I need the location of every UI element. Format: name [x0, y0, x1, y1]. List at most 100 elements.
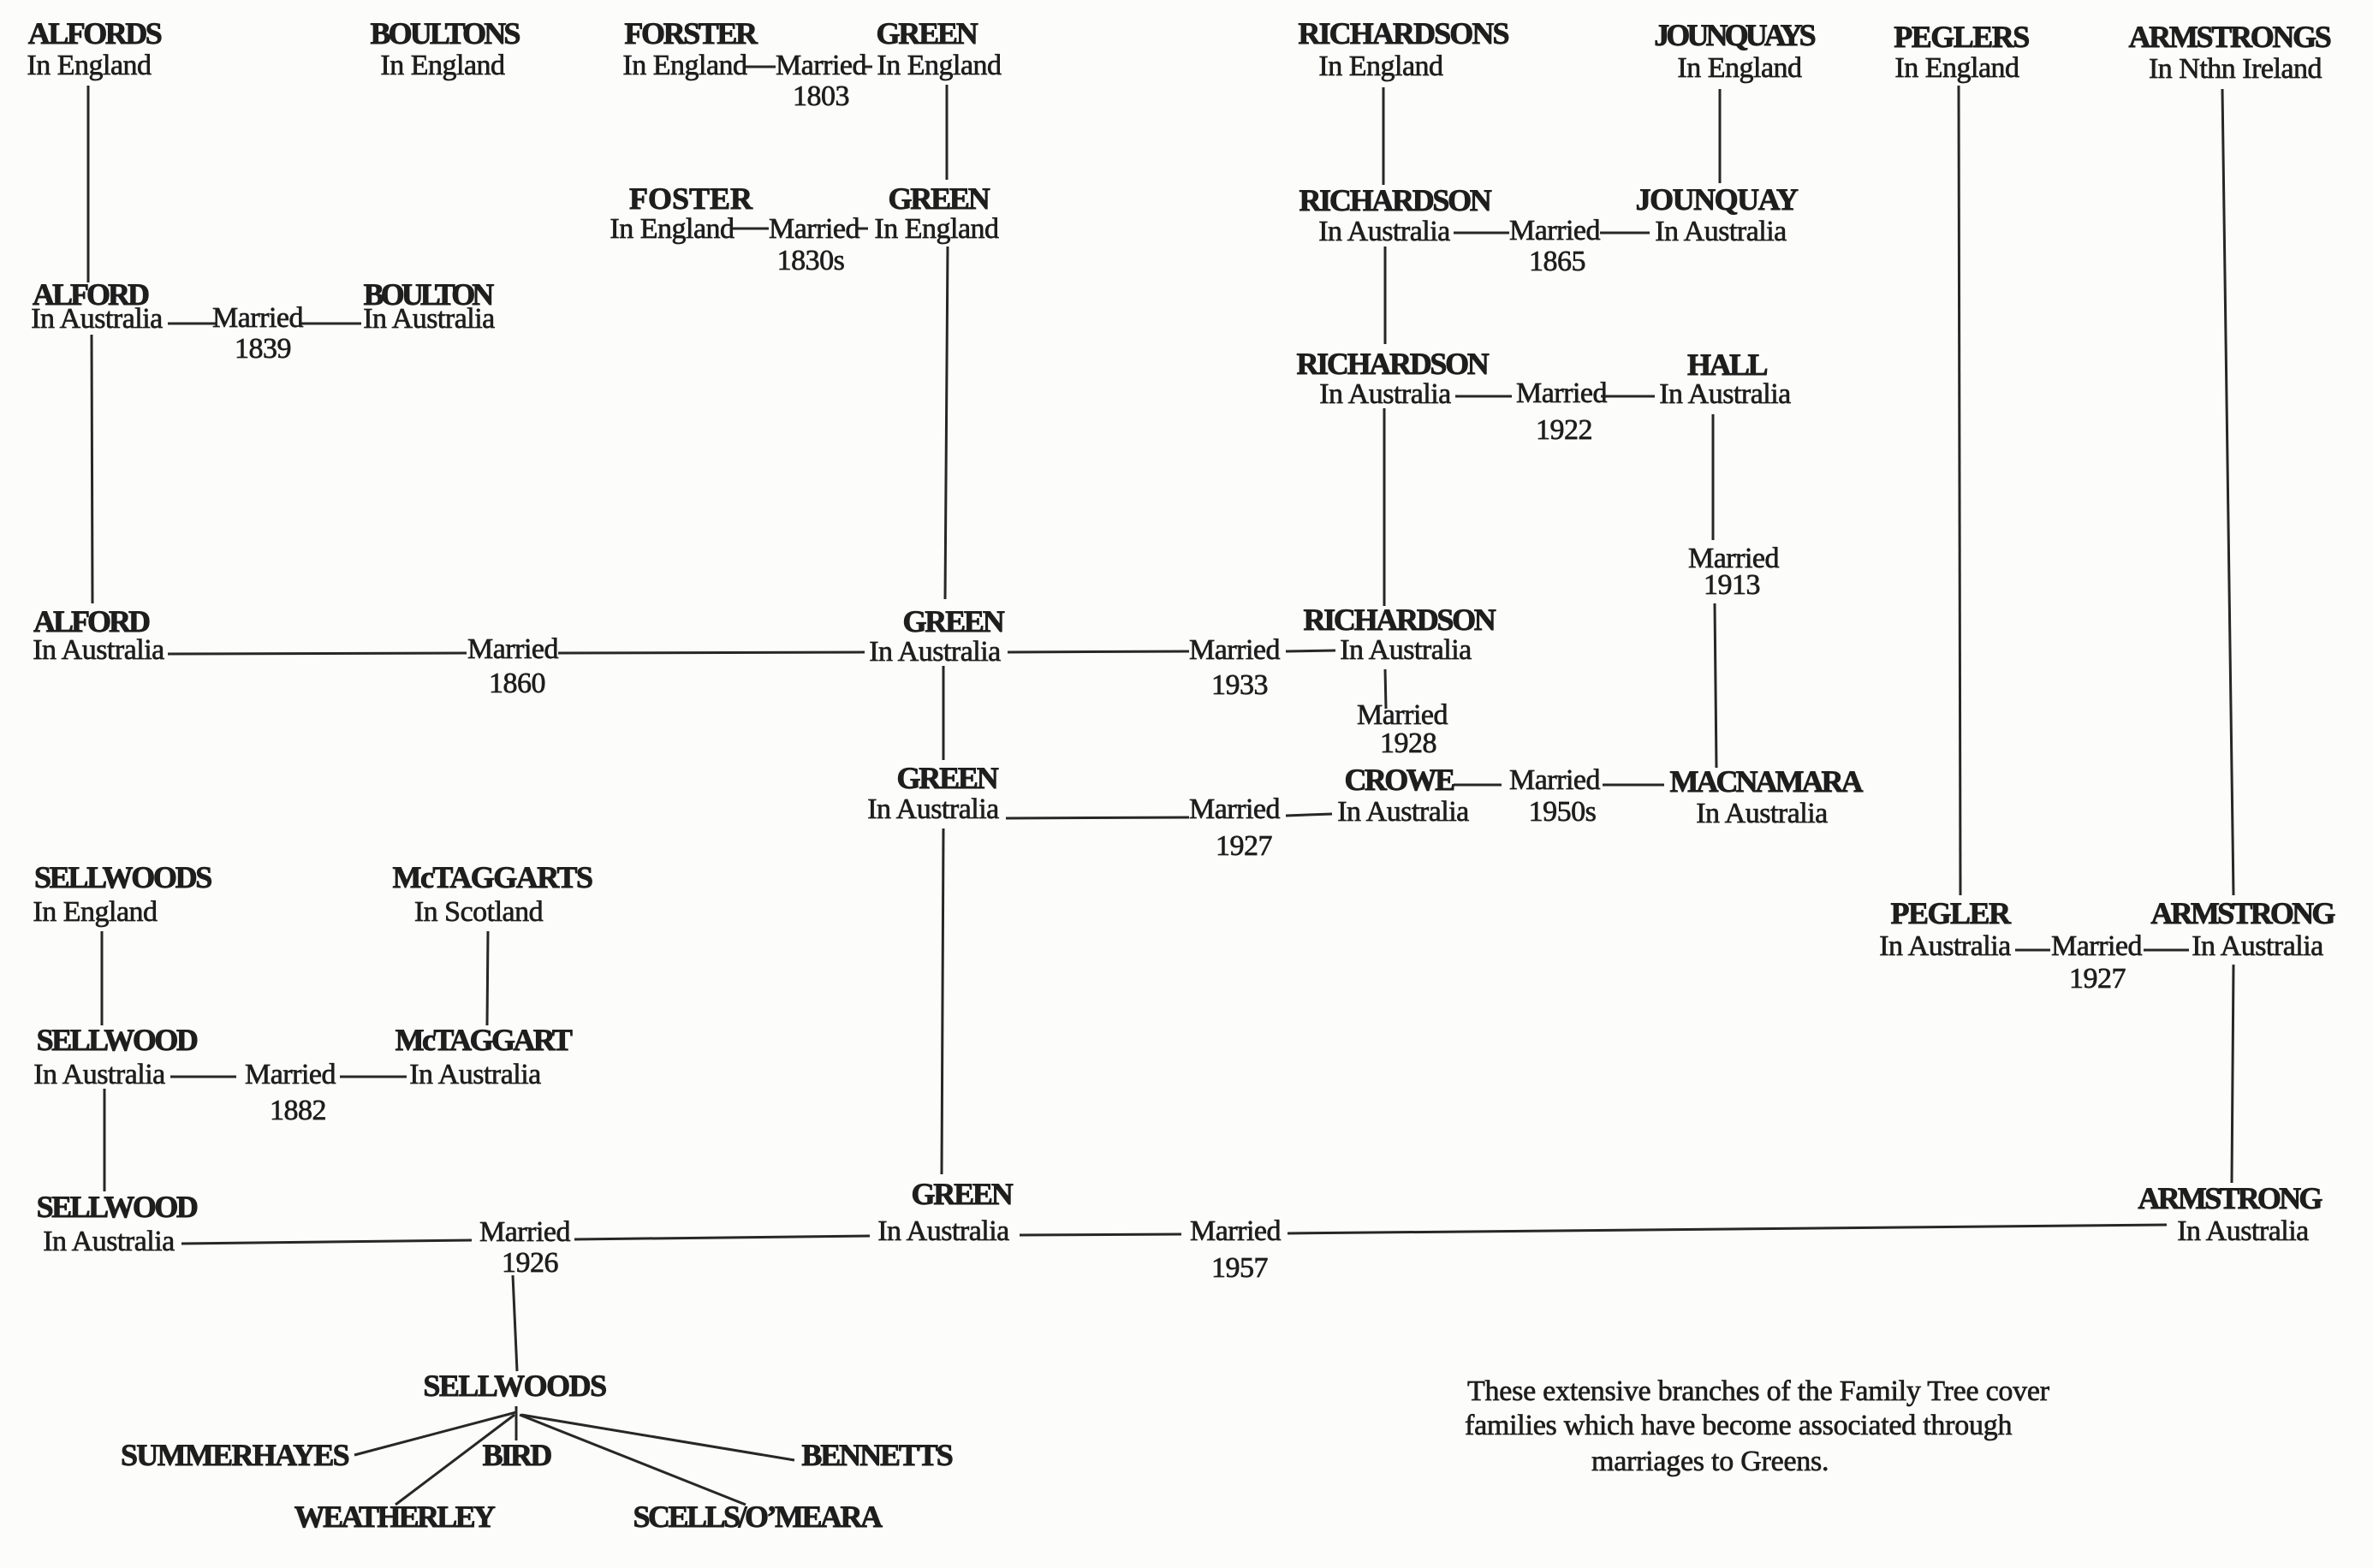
svg-text:In Australia: In Australia [1340, 634, 1472, 666]
svg-text:1928: 1928 [1380, 728, 1436, 759]
svg-text:In England: In England [622, 50, 747, 81]
svg-text:In Australia: In Australia [867, 793, 999, 825]
svg-text:SUMMERHAYES: SUMMERHAYES [121, 1438, 349, 1472]
svg-text:GREEN: GREEN [911, 1177, 1013, 1211]
svg-text:1926: 1926 [502, 1247, 558, 1279]
svg-text:In England: In England [1677, 52, 1802, 84]
svg-text:1922: 1922 [1536, 414, 1592, 446]
svg-text:ALFORD: ALFORD [33, 604, 150, 638]
svg-text:Married: Married [2051, 930, 2143, 962]
svg-text:ARMSTRONGS: ARMSTRONGS [2128, 20, 2330, 54]
svg-text:In Nthn Ireland: In Nthn Ireland [2149, 53, 2322, 85]
svg-text:Married: Married [1189, 634, 1281, 666]
svg-text:GREEN: GREEN [876, 16, 978, 50]
svg-text:1957: 1957 [1211, 1252, 1269, 1284]
svg-text:In Australia: In Australia [43, 1226, 175, 1257]
svg-text:In Australia: In Australia [1659, 378, 1791, 410]
svg-text:Married: Married [1509, 215, 1601, 246]
svg-text:In England: In England [380, 50, 505, 81]
svg-text:families which have become ass: families which have become associated th… [1465, 1410, 2012, 1441]
svg-text:HALL: HALL [1687, 347, 1768, 382]
svg-text:Married: Married [1688, 543, 1780, 574]
svg-text:SELLWOODS: SELLWOODS [34, 860, 211, 894]
svg-text:Married: Married [1357, 699, 1448, 731]
svg-text:MACNAMARA: MACNAMARA [1670, 764, 1864, 799]
svg-text:BENNETTS: BENNETTS [801, 1438, 952, 1472]
svg-text:McTAGGART: McTAGGART [396, 1023, 573, 1057]
svg-text:In England: In England [27, 50, 152, 81]
svg-text:In Australia: In Australia [1337, 796, 1469, 828]
svg-text:SCELLS/O’MEARA: SCELLS/O’MEARA [633, 1500, 883, 1534]
svg-text:WEATHERLEY: WEATHERLEY [294, 1500, 496, 1534]
svg-text:Married: Married [479, 1216, 571, 1248]
svg-text:BIRD: BIRD [483, 1438, 552, 1472]
svg-text:Married: Married [1509, 764, 1601, 796]
svg-text:1830s: 1830s [777, 245, 845, 276]
svg-text:In England: In England [1894, 52, 2019, 84]
svg-text:McTAGGARTS: McTAGGARTS [392, 860, 592, 894]
svg-text:Married: Married [1190, 1215, 1282, 1247]
svg-text:GREEN: GREEN [896, 761, 998, 795]
svg-text:CROWE: CROWE [1344, 763, 1454, 797]
svg-text:In England: In England [1318, 50, 1443, 82]
svg-text:These extensive branches of th: These extensive branches of the Family T… [1467, 1375, 2050, 1407]
svg-text:1865: 1865 [1529, 246, 1585, 277]
svg-text:In Australia: In Australia [409, 1059, 541, 1090]
svg-text:1913: 1913 [1704, 569, 1760, 601]
svg-text:Married: Married [245, 1059, 336, 1090]
svg-text:Married: Married [769, 213, 860, 245]
svg-text:SELLWOOD: SELLWOOD [37, 1190, 198, 1224]
svg-text:Married: Married [1189, 793, 1281, 825]
svg-text:marriages to Greens.: marriages to Greens. [1591, 1446, 1829, 1477]
svg-text:In England: In England [610, 213, 734, 245]
svg-text:BOULTON: BOULTON [364, 277, 495, 312]
svg-text:1933: 1933 [1211, 669, 1268, 701]
svg-text:In Australia: In Australia [1696, 798, 1828, 829]
svg-text:In Australia: In Australia [2177, 1215, 2309, 1247]
svg-text:In Australia: In Australia [31, 303, 163, 335]
svg-text:PEGLER: PEGLER [1890, 896, 2012, 930]
svg-text:JOUNQUAY: JOUNQUAY [1636, 182, 1799, 217]
svg-text:1803: 1803 [793, 80, 849, 112]
svg-text:RICHARDSON: RICHARDSON [1299, 183, 1491, 217]
svg-text:FOSTER: FOSTER [629, 181, 753, 216]
svg-text:RICHARDSONS: RICHARDSONS [1298, 16, 1508, 50]
svg-text:Married: Married [212, 302, 304, 334]
svg-text:1860: 1860 [489, 668, 545, 699]
svg-text:1839: 1839 [235, 333, 291, 365]
svg-text:ARMSTRONG: ARMSTRONG [2138, 1181, 2322, 1215]
svg-text:In Australia: In Australia [2192, 930, 2323, 962]
svg-text:In England: In England [877, 50, 1002, 81]
svg-text:ARMSTRONG: ARMSTRONG [2150, 896, 2335, 930]
svg-text:In England: In England [33, 896, 158, 928]
svg-text:In Australia: In Australia [877, 1215, 1009, 1247]
svg-text:In Australia: In Australia [33, 1059, 165, 1090]
svg-text:Married: Married [467, 633, 559, 665]
svg-text:PEGLERS: PEGLERS [1894, 20, 2029, 54]
svg-text:1882: 1882 [270, 1095, 326, 1126]
svg-text:SELLWOOD: SELLWOOD [37, 1023, 198, 1057]
svg-text:In Australia: In Australia [1318, 216, 1450, 247]
svg-text:In Australia: In Australia [1655, 216, 1787, 247]
svg-text:RICHARDSON: RICHARDSON [1296, 347, 1489, 381]
svg-text:In Australia: In Australia [1879, 930, 2011, 962]
svg-text:1927: 1927 [2069, 963, 2126, 995]
svg-text:1927: 1927 [1216, 830, 1273, 862]
svg-text:RICHARDSON: RICHARDSON [1303, 603, 1496, 637]
svg-text:In England: In England [874, 213, 999, 245]
svg-text:Married: Married [1516, 377, 1608, 409]
svg-text:FORSTER: FORSTER [624, 16, 758, 50]
svg-text:In Scotland: In Scotland [414, 896, 544, 928]
svg-text:ALFORD: ALFORD [33, 277, 149, 312]
svg-text:In Australia: In Australia [869, 636, 1001, 668]
svg-text:Married: Married [776, 50, 867, 81]
svg-text:In Australia: In Australia [1319, 378, 1451, 410]
svg-text:GREEN: GREEN [902, 604, 1004, 638]
svg-text:BOULTONS: BOULTONS [371, 16, 520, 50]
svg-text:GREEN: GREEN [888, 181, 990, 216]
svg-text:ALFORDS: ALFORDS [28, 16, 162, 50]
svg-text:In Australia: In Australia [363, 303, 495, 335]
svg-text:JOUNQUAYS: JOUNQUAYS [1654, 18, 1815, 52]
svg-text:1950s: 1950s [1529, 796, 1597, 828]
svg-text:SELLWOODS: SELLWOODS [423, 1369, 606, 1403]
